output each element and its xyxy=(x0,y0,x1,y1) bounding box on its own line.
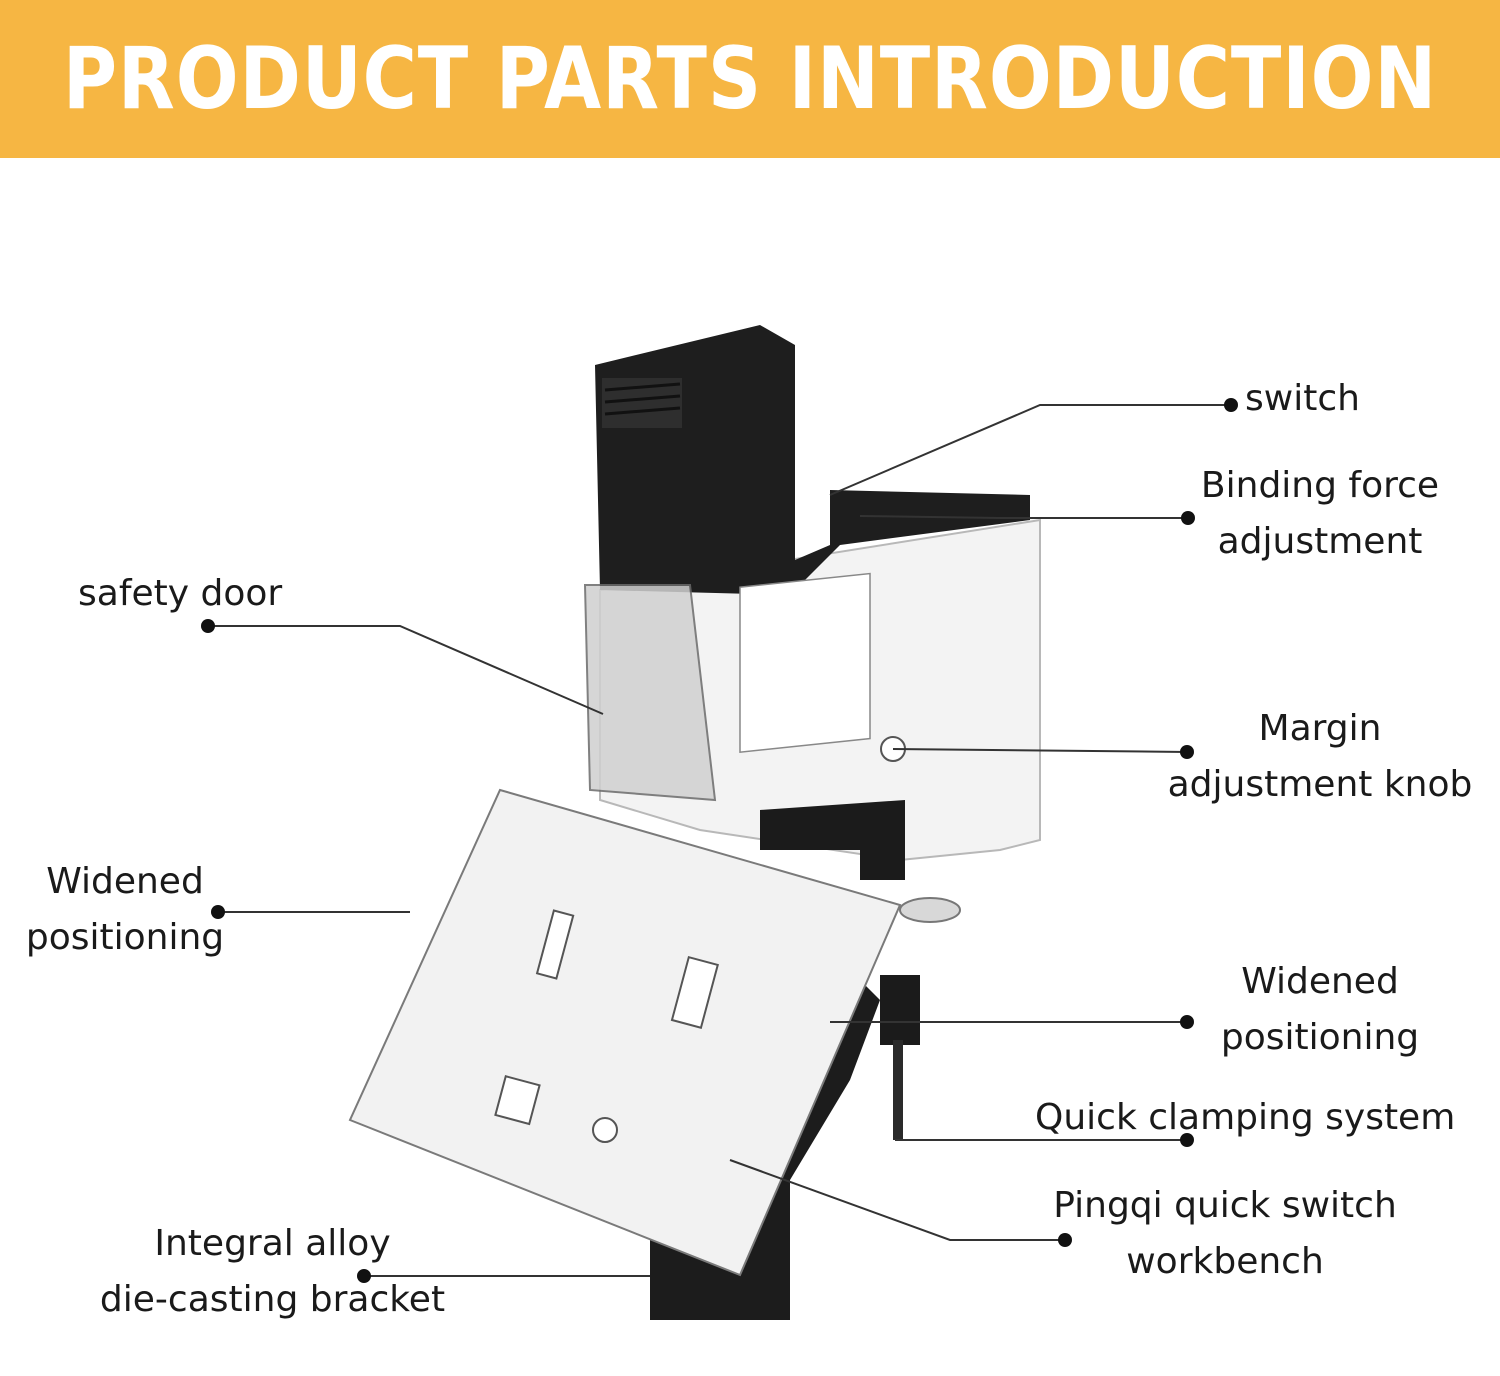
leader-pingqi xyxy=(729,1159,1065,1241)
dot-widened-left xyxy=(211,905,225,919)
label-widened-right-line2: positioning xyxy=(1220,1017,1420,1058)
tray-screw xyxy=(592,1117,618,1143)
label-binding-force-line1: Binding force xyxy=(1200,465,1440,506)
dot-bracket xyxy=(357,1269,371,1283)
label-bracket-line2: die-casting bracket xyxy=(99,1279,446,1320)
label-quick-clamping: Quick clamping system xyxy=(1035,1097,1456,1138)
instruction-label xyxy=(739,572,871,754)
workbench-tray xyxy=(348,788,902,1277)
leader-switch xyxy=(829,404,1231,496)
label-bracket-line1: Integral alloy xyxy=(154,1223,391,1264)
label-binding-force: Binding force adjustment xyxy=(1170,458,1470,570)
motor-housing xyxy=(595,325,1030,595)
label-margin-knob-line2: adjustment knob xyxy=(1167,764,1473,805)
label-switch: switch xyxy=(1245,378,1360,419)
leader-margin-knob xyxy=(892,748,1188,753)
dot-switch xyxy=(1224,398,1238,412)
safety-door-panel xyxy=(583,584,717,802)
label-pingqi-line2: workbench xyxy=(1126,1241,1324,1282)
leader-safety-door xyxy=(208,625,604,715)
label-bracket: Integral alloy die-casting bracket xyxy=(70,1216,475,1328)
label-binding-force-line2: adjustment xyxy=(1217,521,1423,562)
label-widened-left-line1: Widened xyxy=(46,861,204,902)
label-widened-left: Widened positioning xyxy=(0,854,250,966)
label-widened-left-line2: positioning xyxy=(25,917,225,958)
label-safety-door: safety door xyxy=(78,573,283,614)
label-pingqi-line1: Pingqi quick switch xyxy=(1053,1185,1397,1226)
clamp-column xyxy=(880,975,920,1045)
label-widened-right-line1: Widened xyxy=(1241,961,1399,1002)
title-banner: PRODUCT PARTS INTRODUCTION xyxy=(0,0,1500,158)
margin-knob-block xyxy=(760,800,905,880)
tray-slot xyxy=(670,955,719,1029)
dot-pingqi xyxy=(1058,1233,1072,1247)
label-margin-knob: Margin adjustment knob xyxy=(1140,701,1500,813)
dot-binding-force xyxy=(1181,511,1195,525)
clamp-screw xyxy=(893,1040,903,1140)
dot-safety-door xyxy=(201,619,215,633)
dot-quick-clamping xyxy=(1180,1133,1194,1147)
leader-binding-force xyxy=(859,515,1188,519)
label-margin-knob-line1: Margin xyxy=(1258,708,1382,749)
label-widened-right: Widened positioning xyxy=(1180,954,1460,1066)
page-title: PRODUCT PARTS INTRODUCTION xyxy=(62,29,1438,129)
dot-widened-right xyxy=(1180,1015,1194,1029)
label-pingqi: Pingqi quick switch workbench xyxy=(1020,1178,1430,1290)
tray-hole xyxy=(494,1075,541,1126)
tray-slot xyxy=(535,909,575,980)
clamp-disc xyxy=(899,897,961,923)
dot-margin-knob xyxy=(1180,745,1194,759)
